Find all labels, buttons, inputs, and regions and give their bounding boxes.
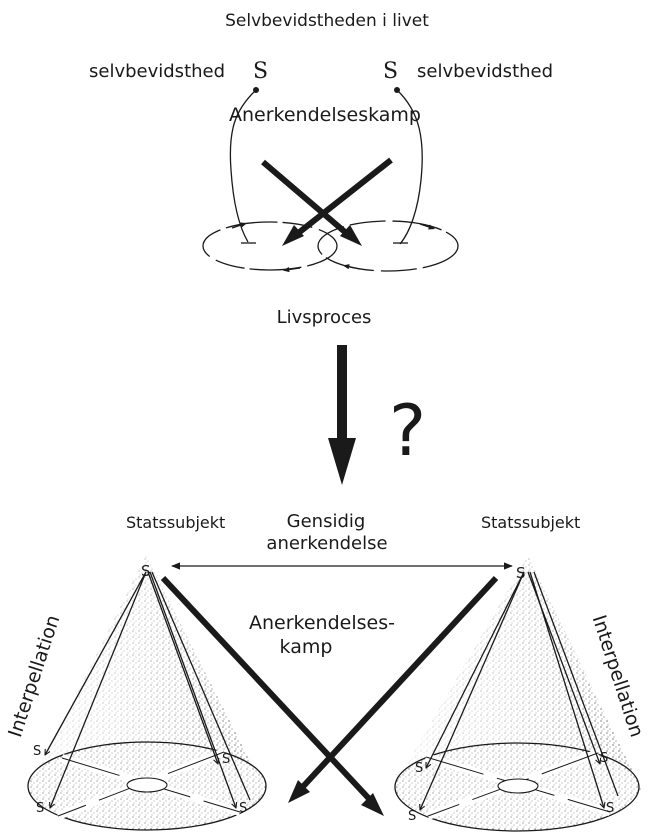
top-struggle-label: Anerkendelseskamp (229, 104, 421, 126)
mutual-recognition-line1: Gensidig (287, 511, 366, 532)
right-base-center (497, 778, 539, 794)
bottom-struggle-arrowhead-left (288, 780, 310, 803)
right-cycle-arrow-bottom (342, 264, 361, 270)
bottom-struggle-arrowhead-right (361, 793, 384, 816)
left-interpellation-label: Interpellation (4, 612, 64, 740)
right-interpellation-line-2 (420, 571, 525, 810)
right-base-s-bottomleft: S (408, 809, 416, 824)
left-cycle-arrow-bottom (282, 266, 301, 273)
left-interpellation-line-4 (149, 571, 236, 808)
right-subject-connector (396, 89, 423, 245)
bottom-struggle-arrow-right-to-left (295, 575, 499, 795)
left-interpellation-line-1 (45, 571, 147, 755)
left-base-s-bottomleft: S (36, 801, 44, 816)
right-subject-letter: S (383, 59, 398, 84)
right-state-cone: S S S S S (392, 556, 642, 832)
left-state-cone: S S S S S (27, 556, 267, 831)
right-interpellation-line-1 (425, 571, 525, 768)
left-subject-connector (229, 89, 257, 243)
right-cone-apex-s: S (516, 564, 526, 582)
life-process-label: Livsproces (277, 307, 372, 328)
right-life-cycle (317, 220, 459, 272)
left-subject-letter: S (253, 59, 268, 84)
transition-arrow-head (328, 438, 356, 485)
transition-arrow-shaft (337, 345, 347, 440)
top-title: Selvbevidstheden i livet (225, 11, 429, 31)
left-base-center (126, 777, 168, 793)
left-life-cycle (202, 221, 338, 271)
left-interpellation-line-2 (50, 571, 147, 808)
right-selfconsciousness-label: selvbevidsthed (417, 61, 553, 82)
left-selfconsciousness-label: selvbevidsthed (89, 61, 225, 82)
top-struggle-arrowhead-right (340, 225, 362, 246)
right-base-s-topleft: S (415, 761, 423, 776)
right-interpellation-line-4 (529, 571, 604, 808)
mutual-recognition-line2: anerkendelse (266, 533, 387, 554)
left-state-subject-label: Statssubjekt (126, 513, 225, 532)
top-struggle-arrow-right-to-left (290, 157, 393, 241)
bottom-struggle-line1: Anerkendelses- (249, 612, 395, 634)
right-base-s-topright: S (600, 751, 608, 766)
left-interpellation-line-5 (151, 571, 251, 801)
left-interpellation-line-3 (147, 571, 218, 764)
left-cone-apex-s: S (141, 562, 151, 580)
left-cycle-arrow (231, 222, 248, 229)
right-state-subject-label: Statssubjekt (481, 513, 580, 532)
right-cycle-arrow (419, 223, 436, 230)
bottom-struggle-arrow-left-to-right (160, 575, 377, 807)
left-base-s-bottomright: S (239, 801, 247, 816)
question-mark: ? (389, 390, 426, 472)
left-base-s-topleft: S (33, 744, 41, 759)
left-base-s-topright: S (222, 752, 230, 767)
top-struggle-arrow-left-to-right (261, 159, 354, 241)
right-interpellation-line-5 (533, 571, 619, 797)
top-struggle-arrowhead-left (282, 225, 304, 246)
bottom-struggle-line2: kamp (280, 636, 333, 658)
right-base-s-bottomright: S (606, 801, 614, 816)
